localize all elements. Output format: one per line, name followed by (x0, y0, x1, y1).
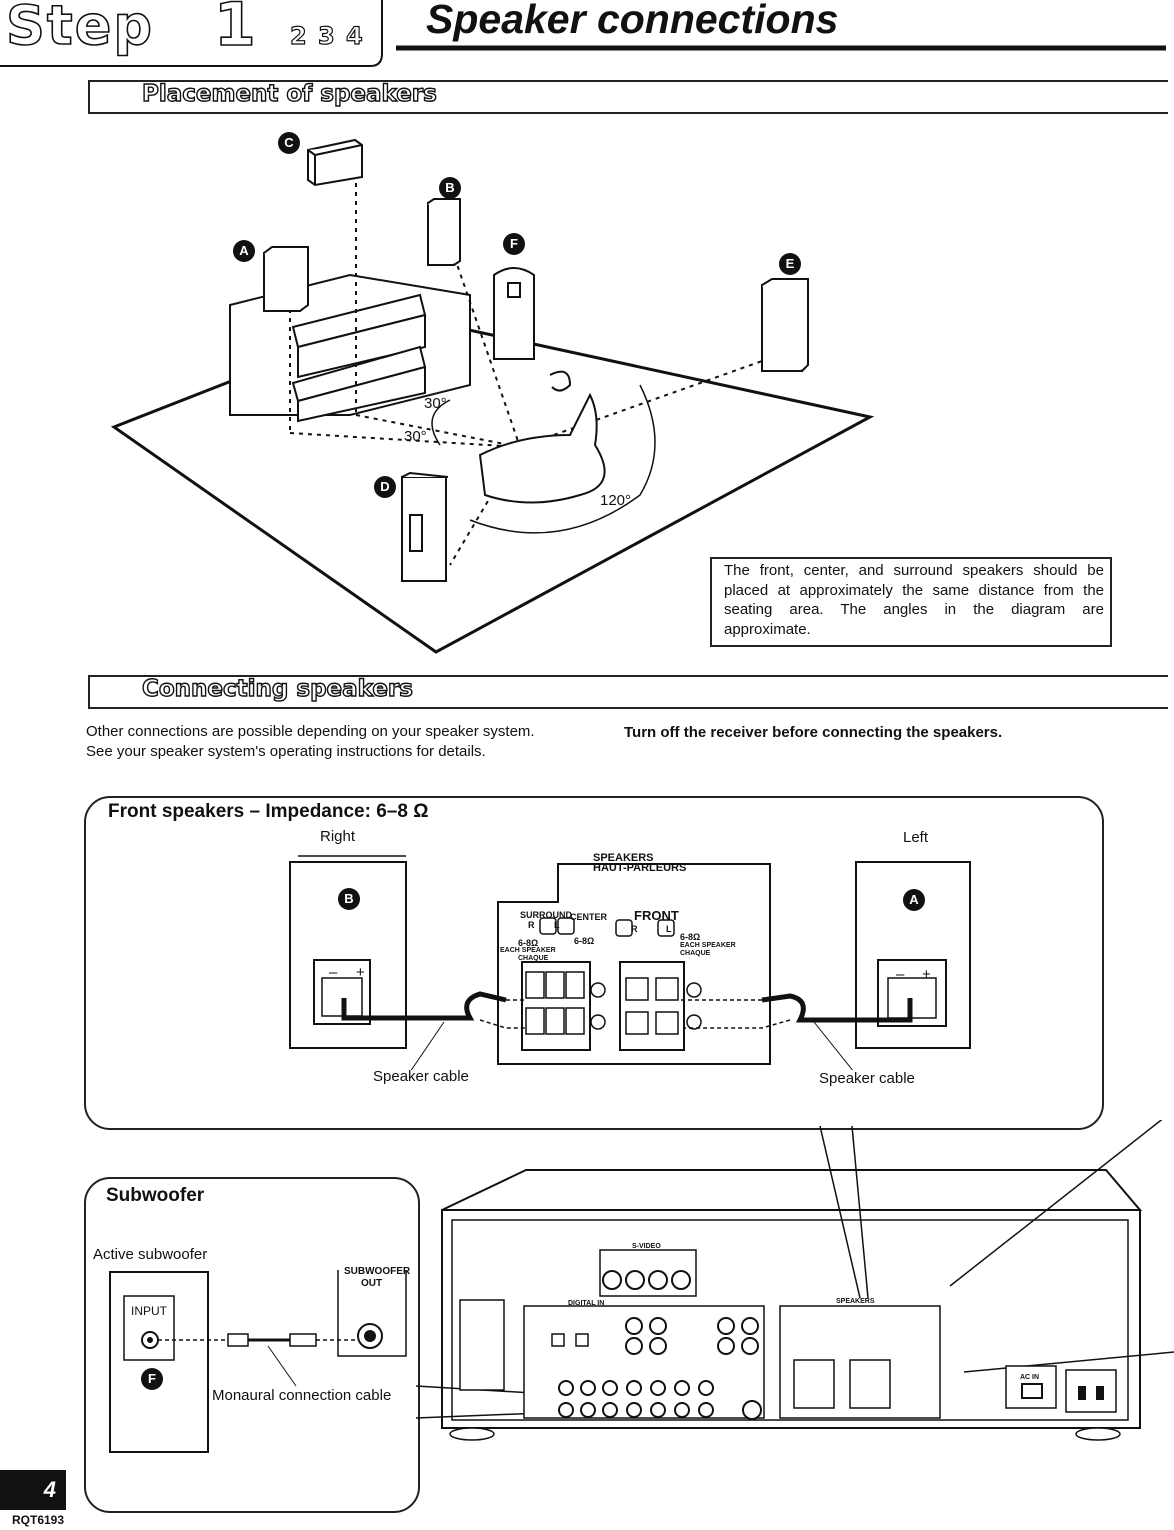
step-number-4: 4 (345, 21, 363, 50)
intro-line-2: See your speaker system's operating inst… (86, 743, 486, 760)
front-l-label: L (666, 924, 672, 934)
left-speaker-minus: – (896, 966, 905, 983)
surround-l-label: L (554, 920, 560, 930)
placement-section-bar (88, 80, 1168, 114)
chaque-1: CHAQUE (518, 955, 549, 962)
step-number-2: 2 (289, 21, 307, 50)
header-frame (0, 0, 1166, 67)
speaker-badge-E: E (779, 253, 801, 275)
speaker-cable-label-left: Speaker cable (819, 1070, 915, 1087)
speaker-D (401, 471, 449, 582)
front-label: FRONT (634, 908, 679, 923)
active-subwoofer-label: Active subwoofer (93, 1246, 208, 1263)
chaque-2: CHAQUE (680, 950, 711, 957)
left-speaker-plus: + (922, 966, 931, 983)
page-number: 4 (0, 1470, 66, 1510)
subwoofer-title: Subwoofer (106, 1185, 205, 1206)
front-panel-title: Front speakers – Impedance: 6–8 Ω (108, 801, 429, 822)
digital-in-label: DIGITAL IN (568, 1300, 605, 1307)
speaker-A (263, 246, 309, 312)
model-number: RQT6193 (12, 1513, 65, 1527)
ac-in-label: AC IN (1020, 1374, 1040, 1381)
speaker-badge-F: F (503, 233, 525, 255)
subwoofer-out-label-2: OUT (361, 1278, 383, 1289)
center-label: CENTER (570, 912, 608, 922)
speaker-badge-D: D (374, 476, 396, 498)
each-speaker-2: EACH SPEAKER (680, 942, 736, 949)
input-label: INPUT (131, 1304, 167, 1318)
speaker-badge-A: A (233, 240, 255, 262)
center-ohm: 6-8Ω (574, 936, 595, 946)
placement-note: The front, center, and surround speakers… (710, 557, 1112, 647)
subwoofer-badge: F (141, 1368, 163, 1390)
speaker-badge-C: C (278, 132, 300, 154)
subwoofer-diagram (109, 1270, 407, 1453)
front-wiring-diagram (289, 855, 971, 1070)
angle-label-30-a: 30° (424, 395, 447, 412)
placement-diagram (110, 138, 875, 654)
connecting-heading: Connecting speakers (141, 675, 413, 702)
right-speaker-badge: B (338, 888, 360, 910)
speaker-F (493, 267, 535, 360)
monaural-cable-label: Monaural connection cable (212, 1387, 392, 1404)
warning-text: Turn off the receiver before connecting … (624, 724, 1003, 741)
left-speaker-badge: A (903, 889, 925, 911)
surround-ohm: 6-8Ω (518, 938, 539, 948)
haut-parleurs-label: HAUT-PARLEURS (593, 862, 687, 874)
placement-heading: Placement of speakers (141, 80, 437, 107)
page-title: Speaker connections (426, 0, 839, 42)
angle-label-120: 120° (600, 492, 632, 509)
s-video-label: S-VIDEO (632, 1243, 661, 1250)
right-speaker-plus: + (356, 964, 365, 981)
step-word: Step (5, 0, 154, 58)
speakers-label: SPEAKERS (593, 852, 654, 864)
receiver-rear-panel (416, 1120, 1174, 1441)
surround-label: SURROUND (520, 910, 573, 920)
speaker-B (427, 198, 461, 266)
right-speaker-minus: – (329, 964, 338, 981)
speaker-badge-B: B (439, 177, 461, 199)
front-r-label: R (631, 924, 638, 934)
front-ohm: 6-8Ω (680, 932, 701, 942)
speaker-E (761, 278, 809, 372)
connecting-section-bar (88, 675, 1168, 709)
angle-label-30-b: 30° (404, 428, 427, 445)
right-label: Right (320, 828, 356, 845)
receiver-speakers-label: SPEAKERS (836, 1298, 875, 1305)
speaker-C (307, 138, 363, 187)
left-label: Left (903, 829, 929, 846)
subwoofer-out-label-1: SUBWOOFER (344, 1266, 411, 1277)
step-number-3: 3 (317, 21, 335, 50)
surround-r-label: R (528, 920, 535, 930)
equipment-rack (229, 273, 471, 423)
speaker-cable-label-right: Speaker cable (373, 1068, 469, 1085)
step-current-number: 1 (213, 0, 256, 61)
intro-line-1: Other connections are possible depending… (86, 723, 535, 740)
each-speaker-1: EACH SPEAKER (500, 947, 556, 954)
